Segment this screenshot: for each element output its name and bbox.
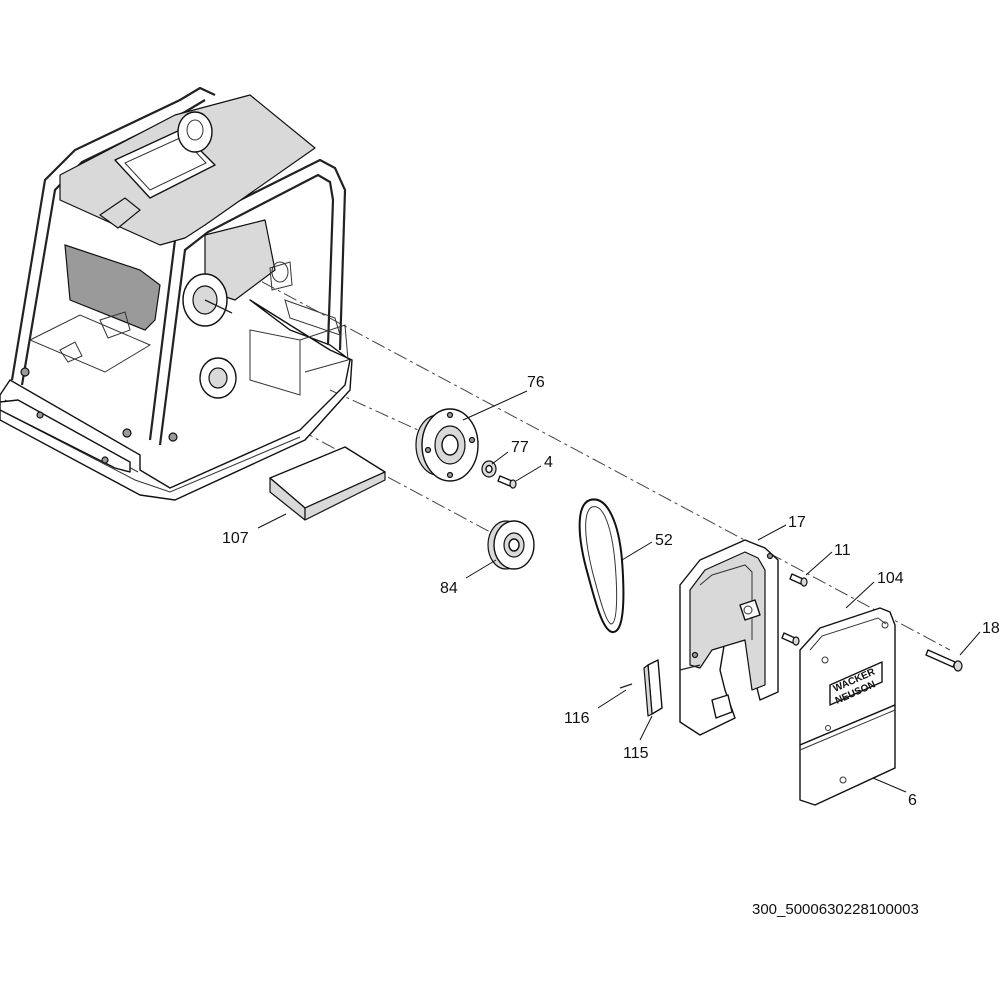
leader-104	[845, 581, 875, 609]
part-52-v-belt	[578, 498, 625, 633]
plate-ledge	[0, 399, 131, 473]
leader-4	[515, 465, 542, 482]
leader-17	[757, 524, 787, 541]
callout-17: 17	[788, 514, 806, 531]
cover-logo-plate: WACKER NEUSON	[829, 661, 883, 707]
leader-107	[257, 513, 287, 529]
callout-115: 115	[623, 745, 649, 762]
leader-84	[465, 559, 497, 579]
belt-opening	[249, 329, 301, 396]
leader-76	[462, 390, 528, 421]
leader-lines	[257, 390, 981, 793]
leader-18	[959, 631, 981, 656]
cage-tube-left	[10, 86, 216, 381]
engine-block	[64, 244, 161, 331]
callout-18: 18	[982, 620, 1000, 637]
callout-6: 6	[908, 792, 917, 809]
leader-115	[639, 715, 653, 741]
hood-latch	[99, 197, 141, 229]
callout-116: 116	[564, 710, 590, 727]
part-84-pulley	[487, 520, 535, 570]
part-4-screw	[497, 475, 517, 489]
part-107-cover-plate	[269, 446, 386, 521]
part-11-screws	[781, 573, 808, 646]
leader-116	[597, 689, 627, 709]
part-76-bearing-flange	[415, 408, 479, 482]
part-17-belt-guard-housing	[679, 539, 779, 736]
part-116-pin	[619, 683, 633, 689]
leader-6	[872, 777, 907, 793]
part-115-bracket	[643, 659, 663, 717]
axis-line-upper	[239, 269, 951, 651]
callout-4: 4	[544, 454, 553, 471]
callout-84: 84	[440, 580, 458, 597]
callout-labels: 76 77 4 107 52 17 11 104 18 84 116 115 6	[222, 374, 1000, 809]
compactor-frame	[0, 86, 353, 501]
document-id: 300_5000630228100003	[752, 901, 919, 918]
part-6-lower-cover	[799, 704, 896, 806]
callout-76: 76	[527, 374, 545, 391]
leader-11	[805, 551, 833, 576]
lifting-eye	[177, 111, 213, 153]
callout-52: 52	[655, 532, 673, 549]
part-77-washer	[481, 460, 497, 478]
callout-107: 107	[222, 530, 249, 547]
leader-77	[491, 451, 509, 465]
axis-line-lower	[299, 429, 506, 541]
leader-52	[621, 541, 653, 561]
callout-104: 104	[877, 570, 904, 587]
callout-11: 11	[834, 542, 851, 559]
base-deck	[28, 314, 152, 373]
part-18-long-screw	[925, 649, 963, 672]
callout-77: 77	[511, 439, 529, 456]
